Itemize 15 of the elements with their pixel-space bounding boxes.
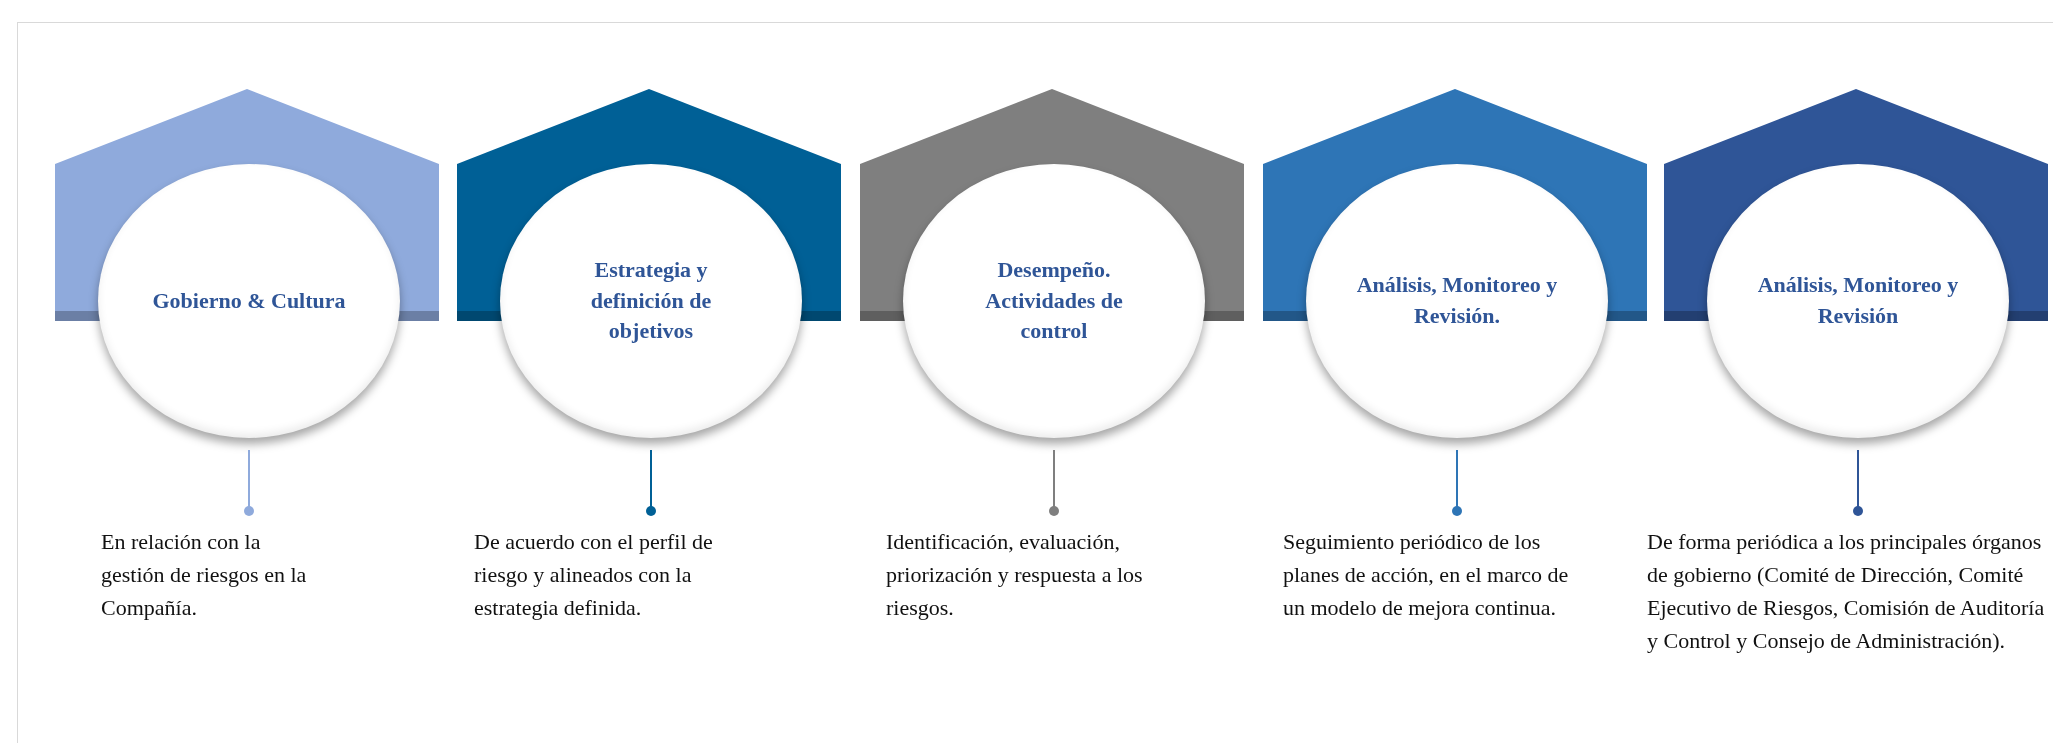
connector-line xyxy=(1049,449,1059,516)
description-text: De acuerdo con el perfil de riesgo y alineados con la estrategia definida. xyxy=(474,528,714,622)
step-title: Análisis, Monitoreo y Revisión xyxy=(1757,271,1959,330)
description-text: De forma periódica a los principales órganos de gobierno (Comité de Dirección, Comité Ejecutivo de Riesgos, Comisión de Auditoría y Control y Consejo de Administración). xyxy=(1647,528,2046,655)
description-text: Identificación, evaluación, priorización y respuesta a los riesgos. xyxy=(886,528,1144,622)
connector-line xyxy=(646,449,656,516)
step-title: Desempeño. Actividades de control xyxy=(984,255,1124,346)
connector-line xyxy=(1452,449,1462,516)
step-title: Gobierno & Cultura xyxy=(152,286,346,315)
connector-line xyxy=(1853,449,1863,516)
connector-line xyxy=(244,449,254,516)
step-title: Estrategia y definición de objetivos xyxy=(589,255,713,346)
step-title: Análisis, Monitoreo y Revisión. xyxy=(1356,271,1558,330)
description-text: En relación con la gestión de riesgos en la Compañía. xyxy=(101,528,308,622)
description-text: Seguimiento periódico de los planes de acción, en el marco de un modelo de mejora continua. xyxy=(1283,528,1570,622)
